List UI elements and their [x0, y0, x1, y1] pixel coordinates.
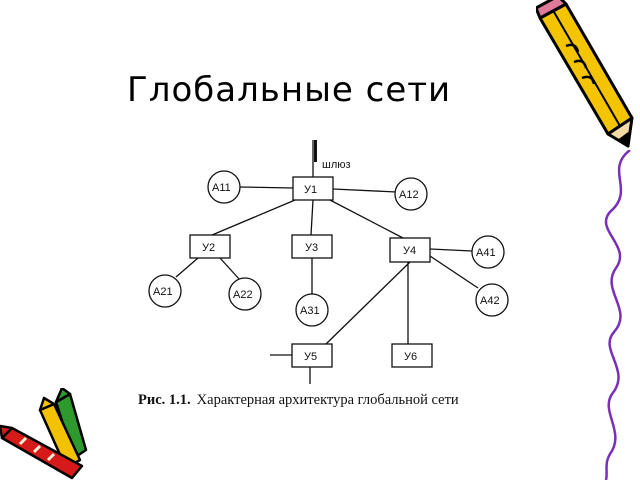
link-u1-u3 — [310, 199, 314, 236]
link-u2-a22 — [219, 257, 241, 281]
gateway-marker — [314, 140, 317, 162]
label-a31: А31 — [300, 305, 320, 317]
caption-prefix: Рис. 1.1. — [138, 392, 191, 408]
link-u4-a42 — [429, 255, 479, 289]
label-u1: У1 — [304, 184, 317, 196]
host-a31 — [295, 293, 329, 327]
link-u2-a21 — [175, 257, 199, 278]
label-a41: А41 — [476, 247, 496, 259]
label-u6: У6 — [404, 351, 417, 363]
label-a21: А21 — [153, 286, 173, 298]
label-u2: У2 — [202, 242, 215, 254]
switch-u3 — [291, 234, 333, 259]
switch-u6 — [391, 343, 433, 368]
link-u1-u4 — [329, 199, 404, 239]
link-u4-u5 — [325, 261, 411, 345]
switch-u4 — [389, 237, 431, 263]
switch-u5 — [291, 343, 333, 368]
link-u1-a12 — [332, 188, 397, 193]
label-u3: У3 — [305, 242, 318, 254]
crayons-clipart-icon — [0, 388, 88, 480]
pencil-clipart-icon — [536, 0, 634, 148]
label-a22: А22 — [233, 289, 253, 301]
host-a11 — [207, 170, 241, 204]
link-u4-a41 — [429, 248, 473, 252]
label-a11: А11 — [212, 182, 231, 194]
label-a42: А42 — [480, 295, 500, 307]
label-u5: У5 — [304, 351, 317, 363]
host-a41 — [471, 235, 505, 269]
link-u1-u2 — [211, 199, 296, 236]
caption-text: Характерная архитектура глобальной сети — [196, 392, 459, 408]
switch-u1 — [292, 176, 334, 201]
host-a42 — [475, 283, 509, 317]
label-u4: У4 — [403, 245, 416, 257]
link-a11-u1 — [239, 186, 294, 189]
squiggle-line-icon — [604, 150, 631, 480]
label-a12: А12 — [399, 189, 419, 201]
figure-caption: Рис. 1.1. Характерная архитектура глобаль… — [138, 392, 459, 409]
host-a21 — [148, 274, 182, 308]
gateway-label: шлюз — [322, 159, 351, 171]
host-a22 — [228, 277, 262, 311]
slide-title: Глобальные сети — [127, 70, 452, 110]
switch-u2 — [189, 234, 231, 259]
host-a12 — [394, 177, 428, 211]
